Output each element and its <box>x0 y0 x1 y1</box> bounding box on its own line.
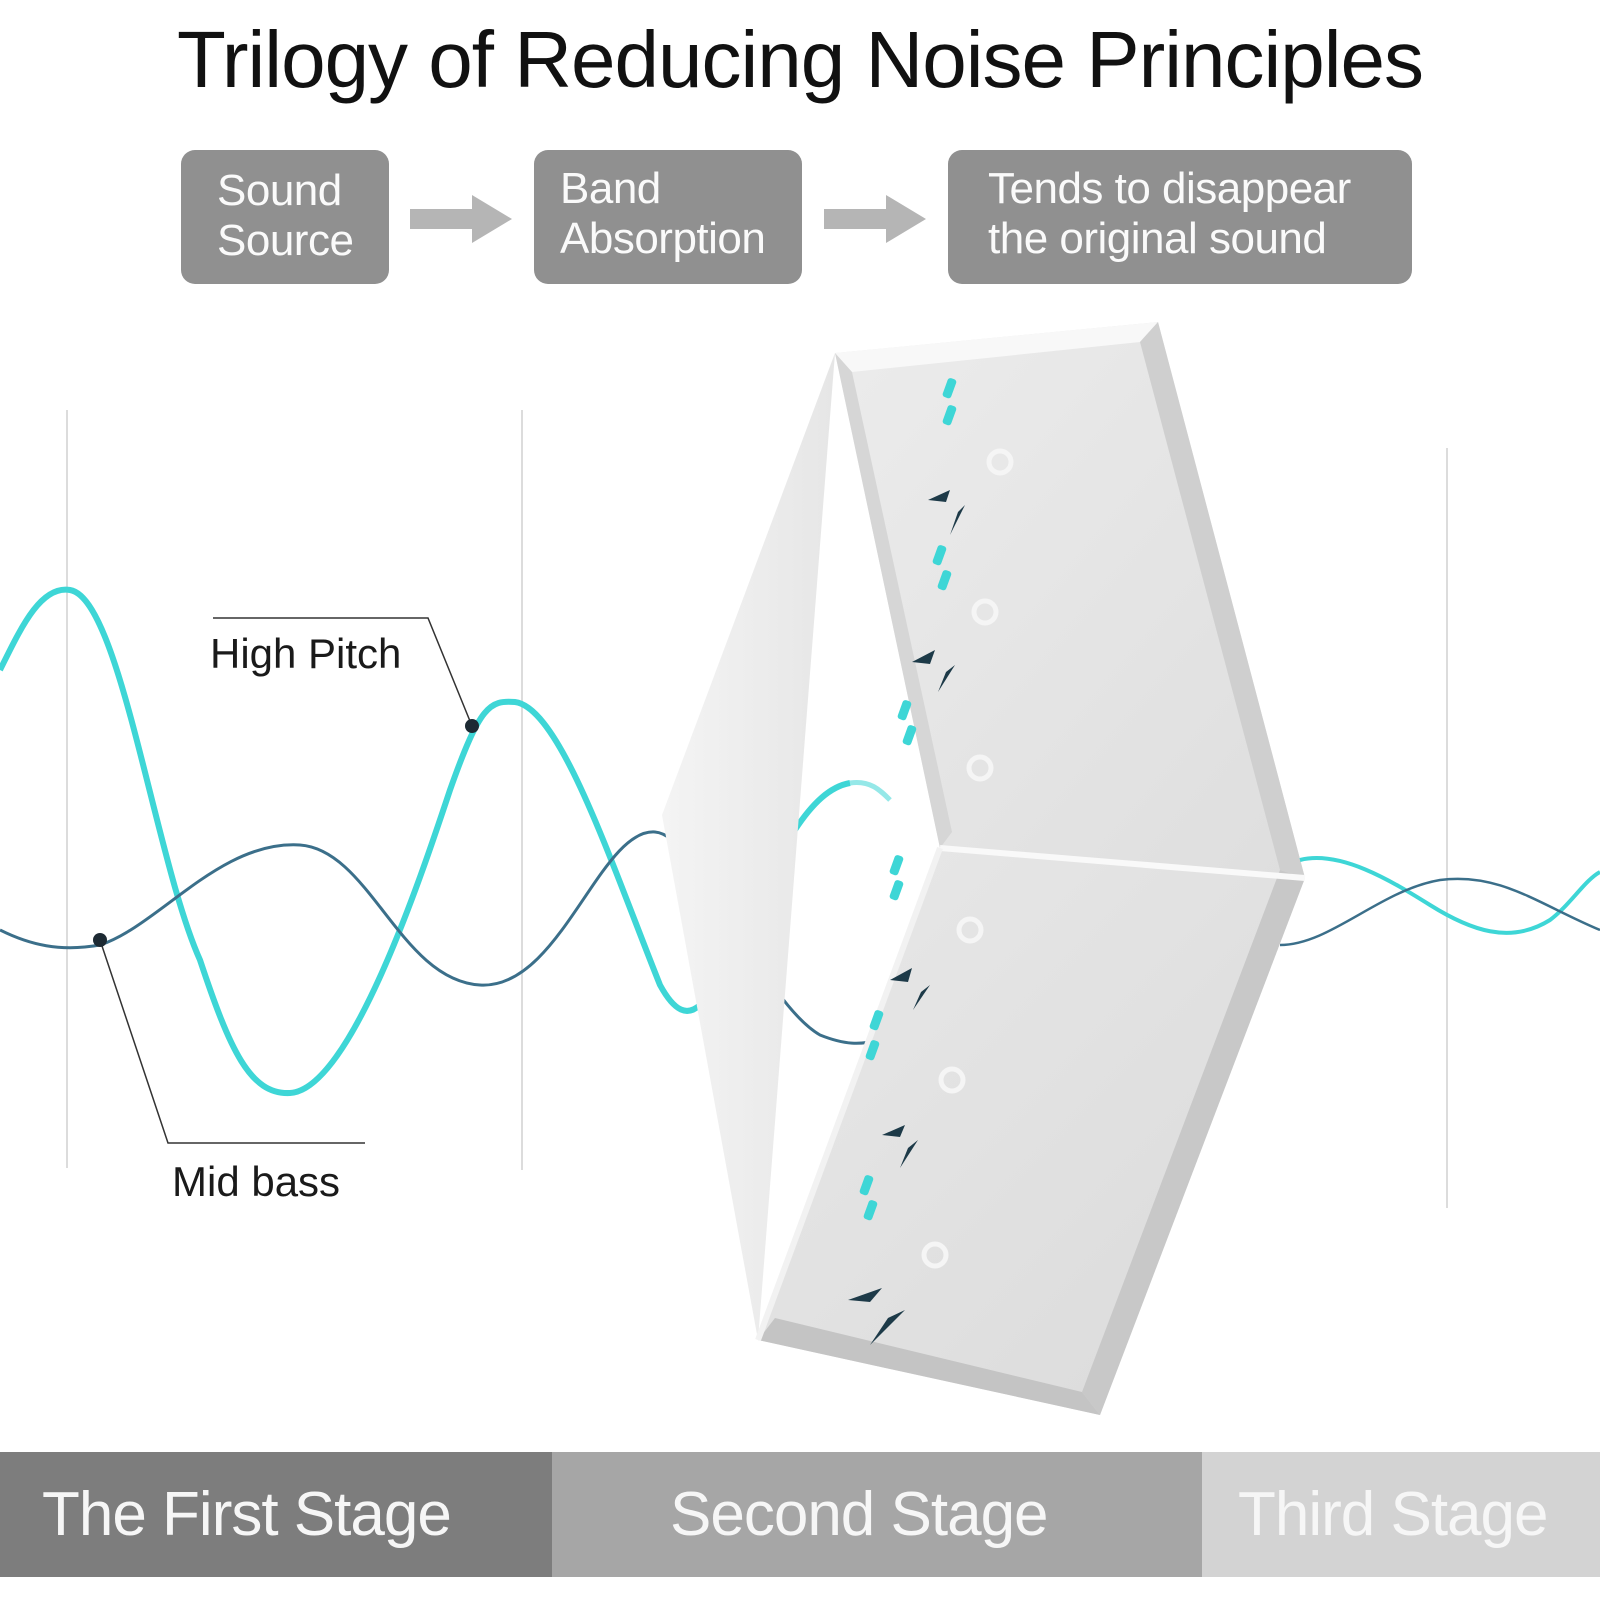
flow-step-line: Band <box>560 164 661 213</box>
flow-step-line: Sound <box>217 166 342 215</box>
high-pitch-label: High Pitch <box>210 630 402 677</box>
high-pitch-leader <box>213 617 473 727</box>
panel-bevel <box>835 322 1158 372</box>
mid-bass-label: Mid bass <box>172 1158 341 1205</box>
mid-bass-marker <box>93 933 107 947</box>
panel-bevel <box>835 353 952 848</box>
flow-arrow-icon <box>410 195 512 243</box>
flow-step-line: Tends to disappear <box>988 164 1351 213</box>
flow-arrow-icon <box>824 195 926 243</box>
panel-top-face <box>835 322 1305 878</box>
panel-bevel <box>1140 322 1305 878</box>
panel-bevel <box>758 1318 1100 1415</box>
stage-third-label: Third Stage <box>1238 1480 1549 1549</box>
stage-third: Third Stage <box>1202 1452 1600 1577</box>
flow-step-line: the original sound <box>988 214 1327 263</box>
flow-step-disappear: Tends to disappear the original sound <box>948 150 1412 284</box>
mid-bass-leader <box>99 939 365 1144</box>
panel-left-face <box>662 353 835 1340</box>
flow-step-line: Absorption <box>560 214 766 263</box>
noise-reduction-diagram <box>0 322 1600 1415</box>
absorption-marks <box>859 378 957 1221</box>
stage-bar: The First Stage Second Stage Third Stage <box>0 1452 1600 1577</box>
panel-bevel <box>1082 870 1305 1415</box>
panel-seam <box>939 845 1306 881</box>
stage-second-label: Second Stage <box>670 1480 1049 1549</box>
page-title: Trilogy of Reducing Noise Principles <box>176 15 1424 104</box>
stage-first-label: The First Stage <box>42 1480 452 1549</box>
flow-step-band-absorption: Band Absorption <box>534 150 802 284</box>
stage-second: Second Stage <box>552 1452 1202 1577</box>
flow-step-line: Source <box>217 216 354 265</box>
swirl-marks <box>921 448 1014 1269</box>
flow-step-sound-source: Sound Source <box>181 150 389 284</box>
panel-bottom-face <box>758 848 1305 1415</box>
high-pitch-marker <box>465 719 479 733</box>
panel-seam <box>755 846 943 1342</box>
reflection-arrow-icons <box>848 490 965 1345</box>
mid-bass-wave-attenuated <box>1279 877 1600 947</box>
stage-first: The First Stage <box>0 1452 552 1577</box>
high-pitch-wave-attenuated <box>1299 856 1600 935</box>
high-pitch-wave-inside <box>849 779 892 802</box>
